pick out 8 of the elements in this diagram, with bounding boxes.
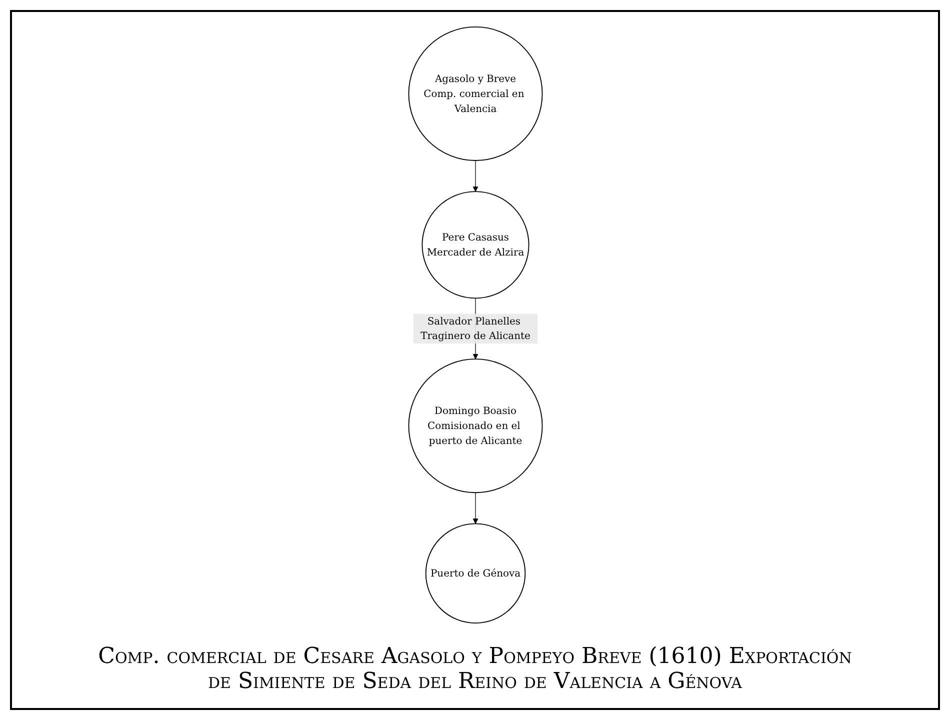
node-circle: Puerto de Génova (424, 523, 526, 624)
arrow (472, 492, 478, 524)
caption: Comp. comercial de Cesare Agasolo y Pompeyo Breve (1610) Exportación de Simiente de Seda del Reino de Valencia a Génova (97, 643, 853, 696)
node-circle: Agasolo y Breve Comp. comercial en Valencia (408, 26, 542, 161)
edge-label: Salvador Planelles Traginero de Alicante (420, 314, 530, 342)
node-circle: Domingo Boasio Comisionado en el puerto de Alicante (408, 358, 542, 494)
node-circle: Pere Casasus Mercader de Alzira (421, 191, 529, 299)
arrow (472, 160, 478, 192)
